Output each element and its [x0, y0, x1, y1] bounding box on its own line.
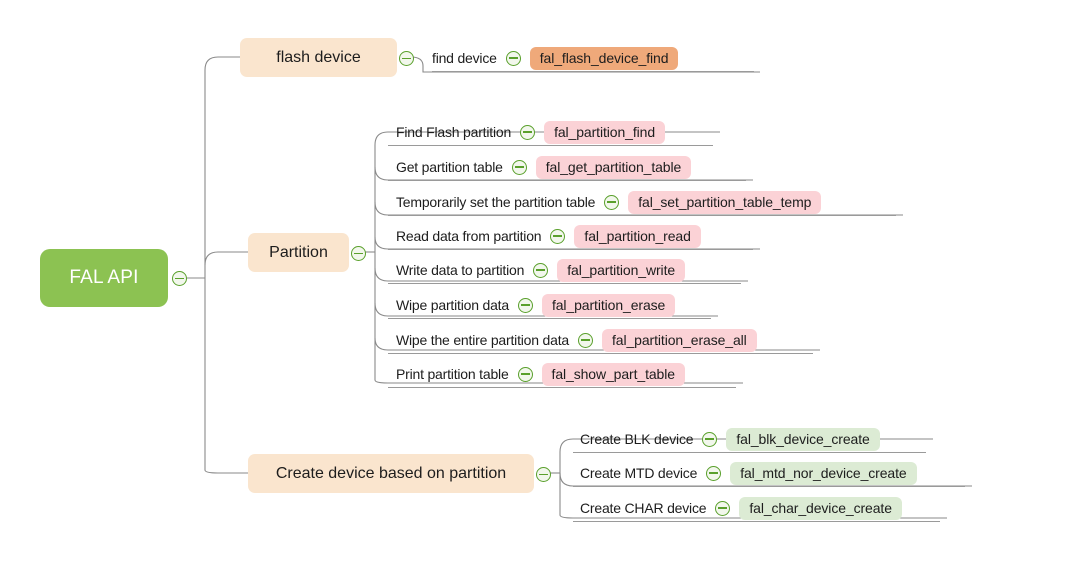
leaf-label: Get partition table — [396, 159, 503, 175]
leaf-label: Read data from partition — [396, 228, 542, 244]
leaf-row[interactable]: find device fal_flash_device_find — [432, 45, 679, 71]
collapse-icon-leaf[interactable] — [517, 297, 533, 313]
leaf-label: Write data to partition — [396, 262, 525, 278]
leaf-row[interactable]: Get partition table fal_get_partition_ta… — [396, 154, 692, 180]
branch-node-create-device[interactable]: Create device based on partition — [248, 454, 534, 493]
leaf-label: Create BLK device — [580, 431, 694, 447]
api-badge[interactable]: fal_flash_device_find — [529, 46, 679, 70]
api-badge[interactable]: fal_partition_find — [544, 120, 665, 144]
branch-label-partition: Partition — [269, 243, 328, 261]
leaf-row[interactable]: Wipe partition data fal_partition_erase — [396, 292, 676, 318]
leaf-underline — [573, 521, 940, 522]
branch-label-create-device: Create device based on partition — [275, 464, 507, 482]
leaf-row[interactable]: Write data to partition fal_partition_wr… — [396, 257, 686, 283]
collapse-icon-flash-device[interactable] — [399, 51, 414, 66]
leaf-row[interactable]: Create MTD device fal_mtd_nor_device_cre… — [580, 460, 917, 486]
api-badge[interactable]: fal_get_partition_table — [535, 155, 692, 179]
collapse-icon-leaf[interactable] — [706, 465, 722, 481]
api-badge[interactable]: fal_show_part_table — [541, 362, 685, 386]
branch-node-partition[interactable]: Partition — [248, 233, 349, 272]
collapse-icon-leaf[interactable] — [533, 262, 549, 278]
root-node-label: FAL API — [69, 267, 139, 288]
api-badge[interactable]: fal_partition_erase — [541, 293, 676, 317]
collapse-icon-partition[interactable] — [351, 246, 366, 261]
leaf-underline — [388, 215, 896, 216]
leaf-row[interactable]: Wipe the entire partition data fal_parti… — [396, 327, 757, 353]
collapse-icon-leaf[interactable] — [578, 332, 593, 348]
collapse-icon-create-device[interactable] — [536, 467, 551, 482]
collapse-icon-leaf[interactable] — [517, 366, 533, 382]
leaf-row[interactable]: Print partition table fal_show_part_tabl… — [396, 361, 685, 387]
collapse-icon-leaf[interactable] — [505, 50, 521, 66]
leaf-underline — [388, 249, 753, 250]
leaf-row[interactable]: Create CHAR device fal_char_device_creat… — [580, 495, 902, 521]
api-badge[interactable]: fal_mtd_nor_device_create — [730, 461, 917, 485]
leaf-underline — [388, 145, 713, 146]
api-badge[interactable]: fal_char_device_create — [739, 496, 902, 520]
collapse-icon-leaf[interactable] — [550, 228, 566, 244]
api-badge[interactable]: fal_partition_erase_all — [602, 328, 757, 352]
leaf-underline — [388, 180, 746, 181]
leaf-label: Wipe the entire partition data — [396, 332, 569, 348]
leaf-label: Create CHAR device — [580, 500, 707, 516]
collapse-icon-leaf[interactable] — [604, 194, 620, 210]
api-badge[interactable]: fal_blk_device_create — [726, 427, 880, 451]
leaf-underline — [388, 387, 736, 388]
collapse-icon-leaf[interactable] — [511, 159, 527, 175]
leaf-row[interactable]: Read data from partition fal_partition_r… — [396, 223, 701, 249]
api-badge[interactable]: fal_set_partition_table_temp — [628, 190, 822, 214]
leaf-label: Temporarily set the partition table — [396, 194, 596, 210]
leaf-row[interactable]: Find Flash partition fal_partition_find — [396, 119, 665, 145]
leaf-label: Print partition table — [396, 366, 509, 382]
leaf-label: find device — [432, 50, 497, 66]
leaf-label: Wipe partition data — [396, 297, 509, 313]
collapse-icon-leaf[interactable] — [715, 500, 731, 516]
leaf-label: Create MTD device — [580, 465, 698, 481]
collapse-icon-root[interactable] — [172, 271, 187, 286]
leaf-underline — [573, 486, 965, 487]
leaf-row[interactable]: Create BLK device fal_blk_device_create — [580, 426, 880, 452]
root-node[interactable]: FAL API — [40, 249, 168, 307]
leaf-underline — [388, 353, 813, 354]
collapse-icon-leaf[interactable] — [520, 124, 536, 140]
leaf-row[interactable]: Temporarily set the partition table fal_… — [396, 189, 822, 215]
api-badge[interactable]: fal_partition_read — [574, 224, 701, 248]
leaf-underline — [388, 283, 741, 284]
leaf-label: Find Flash partition — [396, 124, 512, 140]
leaf-underline — [432, 71, 754, 72]
api-badge[interactable]: fal_partition_write — [557, 258, 686, 282]
branch-label-flash-device: flash device — [276, 48, 361, 66]
leaf-underline — [388, 318, 711, 319]
branch-node-flash-device[interactable]: flash device — [240, 38, 397, 77]
collapse-icon-leaf[interactable] — [702, 431, 718, 447]
leaf-underline — [573, 452, 926, 453]
